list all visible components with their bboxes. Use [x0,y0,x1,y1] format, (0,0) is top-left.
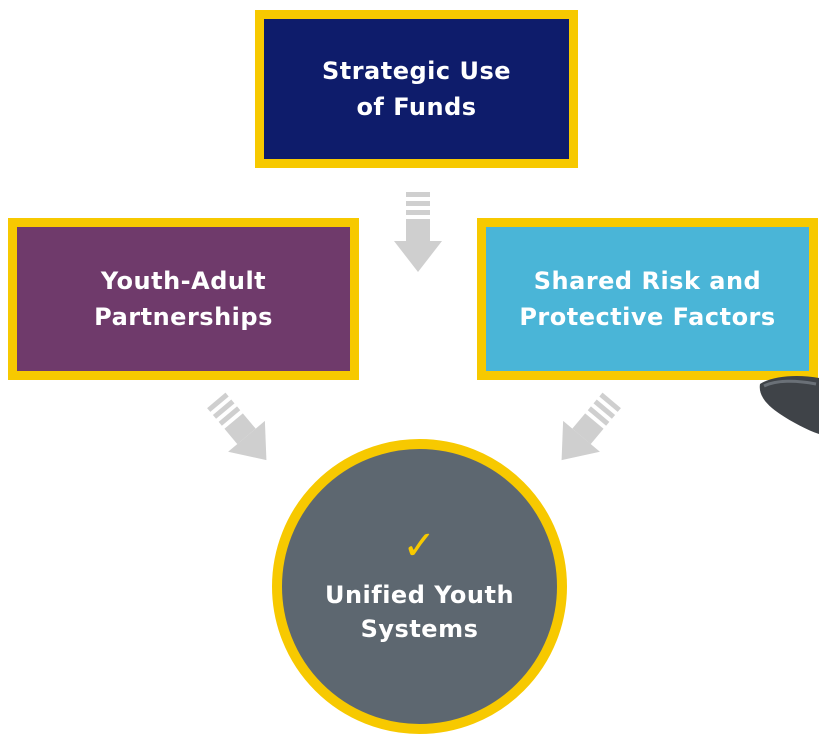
decorative-shape [759,376,819,434]
circle-label-line: Systems [360,614,479,643]
box-label-line: Youth-Adult [100,267,267,295]
box-label-line: Strategic Use [321,57,512,85]
check-icon: ✓ [402,522,437,569]
box-label-line: Protective Factors [519,303,776,331]
strategic-use-of-funds-box: Strategic Use of Funds [255,10,578,168]
shared-risk-protective-factors-box: Shared Risk and Protective Factors [477,218,818,380]
down-right-arrow-icon [207,392,267,461]
unified-youth-systems-circle: ✓ Unified Youth Systems [272,439,567,734]
box-label-line: Partnerships [94,303,273,331]
down-arrow-icon [394,192,442,272]
youth-adult-partnerships-box: Youth-Adult Partnerships [8,218,359,380]
circle-label-line: Unified Youth [324,580,515,609]
box-label-line: Shared Risk and [533,267,762,295]
box-label-line: of Funds [356,93,477,121]
down-left-arrow-icon [561,392,621,461]
